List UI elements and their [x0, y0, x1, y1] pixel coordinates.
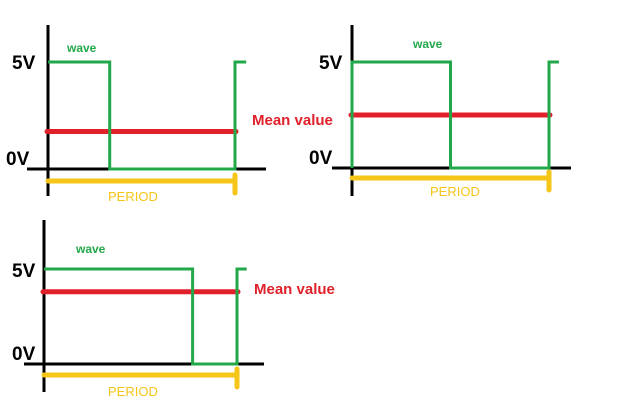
wave-label-2: wave [412, 37, 443, 51]
mean-value-label-1: Mean value [252, 112, 333, 129]
tick-label-0v-1: 0V [6, 149, 30, 170]
tick-label-0v-3: 0V [12, 344, 36, 365]
tick-label-0v-2: 0V [309, 148, 333, 169]
period-label-2: PERIOD [430, 184, 480, 199]
tick-label-5v-1: 5V [12, 53, 36, 74]
wave-label-3: wave [75, 242, 106, 256]
wave-label-1: wave [66, 41, 97, 55]
period-label-1: PERIOD [108, 189, 158, 204]
mean-value-label-3: Mean value [254, 281, 335, 298]
square-wave-3 [44, 267, 247, 366]
period-label-3: PERIOD [108, 384, 158, 399]
square-wave-2 [350, 60, 559, 170]
tick-label-5v-3: 5V [12, 261, 36, 282]
square-wave-1 [48, 60, 247, 171]
tick-label-5v-2: 5V [319, 53, 343, 74]
